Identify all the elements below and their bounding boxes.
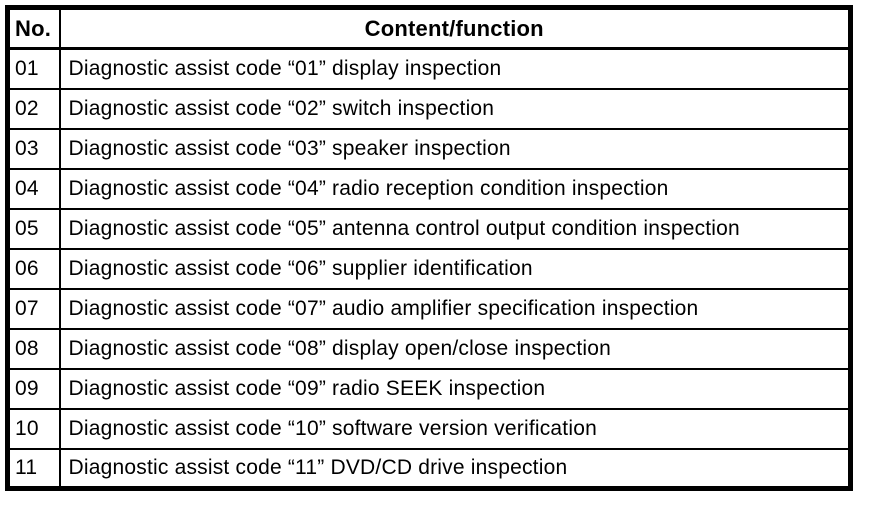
- row-no-cell: 08: [6, 327, 61, 370]
- row-content-cell: Diagnostic assist code “06” supplier ide…: [58, 247, 852, 290]
- table-row: 04 Diagnostic assist code “04” radio rec…: [6, 167, 852, 210]
- row-no-cell: 01: [6, 47, 61, 90]
- table-row: 01 Diagnostic assist code “01” display i…: [6, 47, 852, 90]
- row-content-cell: Diagnostic assist code “03” speaker insp…: [58, 127, 852, 170]
- row-content-cell: Diagnostic assist code “08” display open…: [58, 327, 852, 370]
- page: No. Content/function 01 Diagnostic assis…: [5, 5, 853, 491]
- table-row: 03 Diagnostic assist code “03” speaker i…: [6, 127, 852, 170]
- row-no-cell: 11: [6, 447, 61, 490]
- table-row: 07 Diagnostic assist code “07” audio amp…: [6, 287, 852, 330]
- row-no-cell: 07: [6, 287, 61, 330]
- row-no-cell: 04: [6, 167, 61, 210]
- row-content-cell: Diagnostic assist code “07” audio amplif…: [58, 287, 852, 330]
- row-no-cell: 03: [6, 127, 61, 170]
- col-header-content: Content/function: [58, 6, 852, 50]
- row-no-cell: 02: [6, 87, 61, 130]
- row-no-cell: 10: [6, 407, 61, 450]
- table-row: 05 Diagnostic assist code “05” antenna c…: [6, 207, 852, 250]
- row-content-cell: Diagnostic assist code “02” switch inspe…: [58, 87, 852, 130]
- row-content-cell: Diagnostic assist code “01” display insp…: [58, 47, 852, 90]
- col-header-no: No.: [6, 6, 61, 50]
- row-content-cell: Diagnostic assist code “05” antenna cont…: [58, 207, 852, 250]
- row-content-cell: Diagnostic assist code “11” DVD/CD drive…: [58, 447, 852, 490]
- row-no-cell: 05: [6, 207, 61, 250]
- row-no-cell: 09: [6, 367, 61, 410]
- table-row: 08 Diagnostic assist code “08” display o…: [6, 327, 852, 370]
- row-content-cell: Diagnostic assist code “04” radio recept…: [58, 167, 852, 210]
- row-content-cell: Diagnostic assist code “09” radio SEEK i…: [58, 367, 852, 410]
- header-row: No. Content/function: [6, 6, 852, 50]
- table-row: 09 Diagnostic assist code “09” radio SEE…: [6, 367, 852, 410]
- diagnostic-assist-code-table: No. Content/function 01 Diagnostic assis…: [5, 5, 853, 491]
- row-no-cell: 06: [6, 247, 61, 290]
- table-row: 06 Diagnostic assist code “06” supplier …: [6, 247, 852, 290]
- row-content-cell: Diagnostic assist code “10” software ver…: [58, 407, 852, 450]
- table-row: 11 Diagnostic assist code “11” DVD/CD dr…: [6, 447, 852, 490]
- table-body: 01 Diagnostic assist code “01” display i…: [6, 47, 852, 490]
- table-row: 02 Diagnostic assist code “02” switch in…: [6, 87, 852, 130]
- table-row: 10 Diagnostic assist code “10” software …: [6, 407, 852, 450]
